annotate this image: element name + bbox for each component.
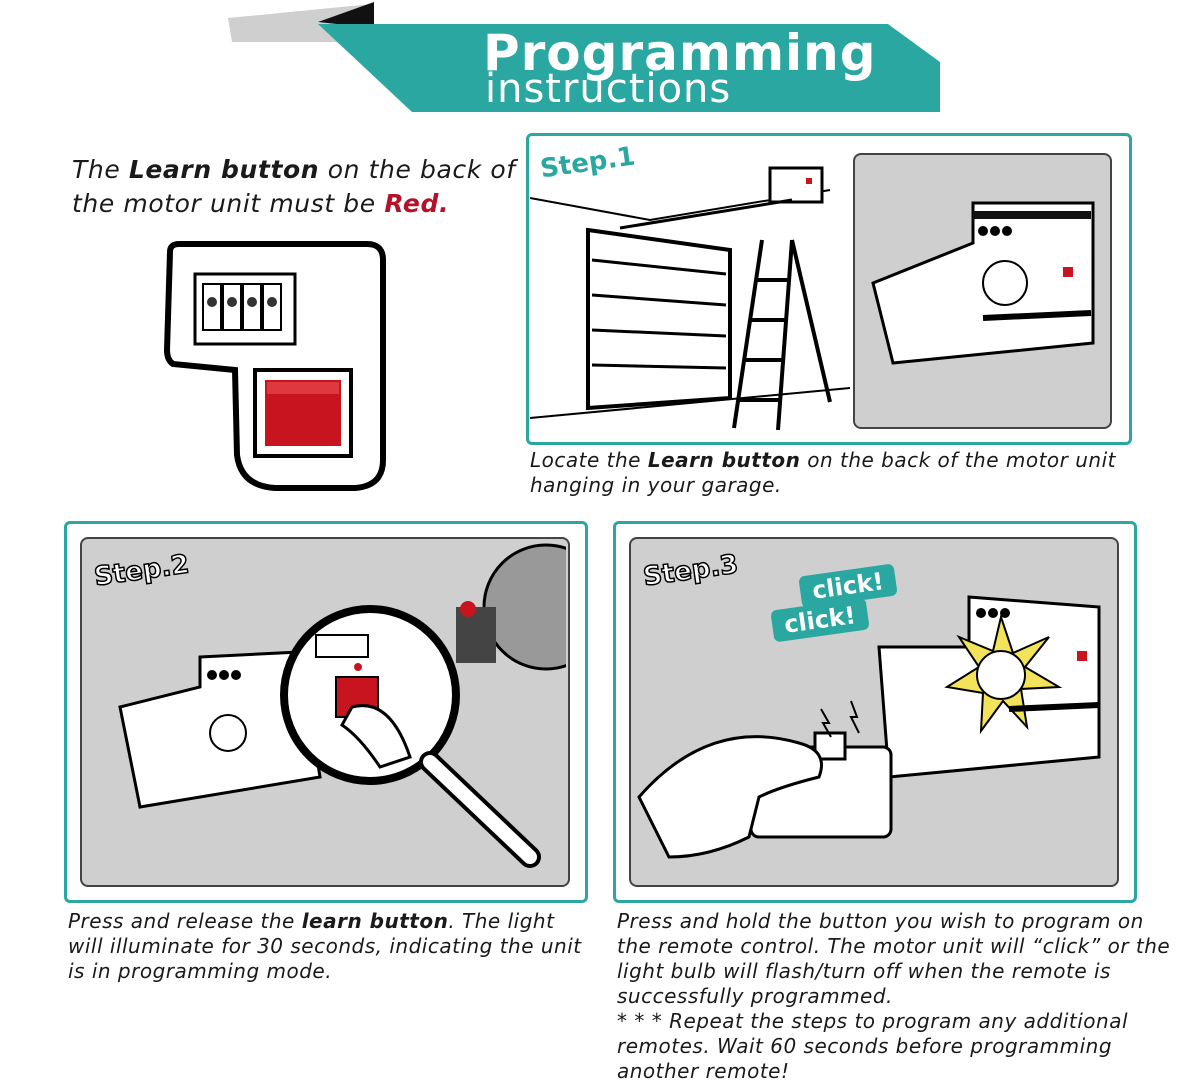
learn-button-illustration bbox=[163, 241, 386, 491]
step1-motor-closeup bbox=[871, 201, 1095, 365]
step3-caption: Press and hold the button you wish to pr… bbox=[617, 909, 1177, 1084]
step2-caption: Press and release the learn button. The … bbox=[68, 909, 582, 983]
banner-black-tip bbox=[318, 2, 374, 28]
step3-caption-note: * * * Repeat the steps to program any ad… bbox=[617, 1009, 1129, 1083]
step3-illustration bbox=[637, 595, 1101, 859]
garage-door bbox=[586, 227, 732, 411]
motor-unit bbox=[768, 166, 824, 204]
step3-caption-main: Press and hold the button you wish to pr… bbox=[617, 909, 1171, 1008]
ladder bbox=[732, 239, 832, 431]
banner-teal-ribbon bbox=[318, 24, 940, 112]
step2-illustration bbox=[118, 543, 566, 868]
step1-caption: Locate the Learn button on the back of t… bbox=[530, 448, 1116, 497]
page-title: Programming bbox=[483, 24, 877, 82]
intro-text: The Learn button on the back of the moto… bbox=[72, 155, 516, 218]
page-subtitle: instructions bbox=[485, 66, 732, 112]
step1-garage-illustration bbox=[530, 166, 850, 431]
header-banner bbox=[228, 2, 940, 112]
zoom-inset-circle bbox=[482, 543, 566, 671]
